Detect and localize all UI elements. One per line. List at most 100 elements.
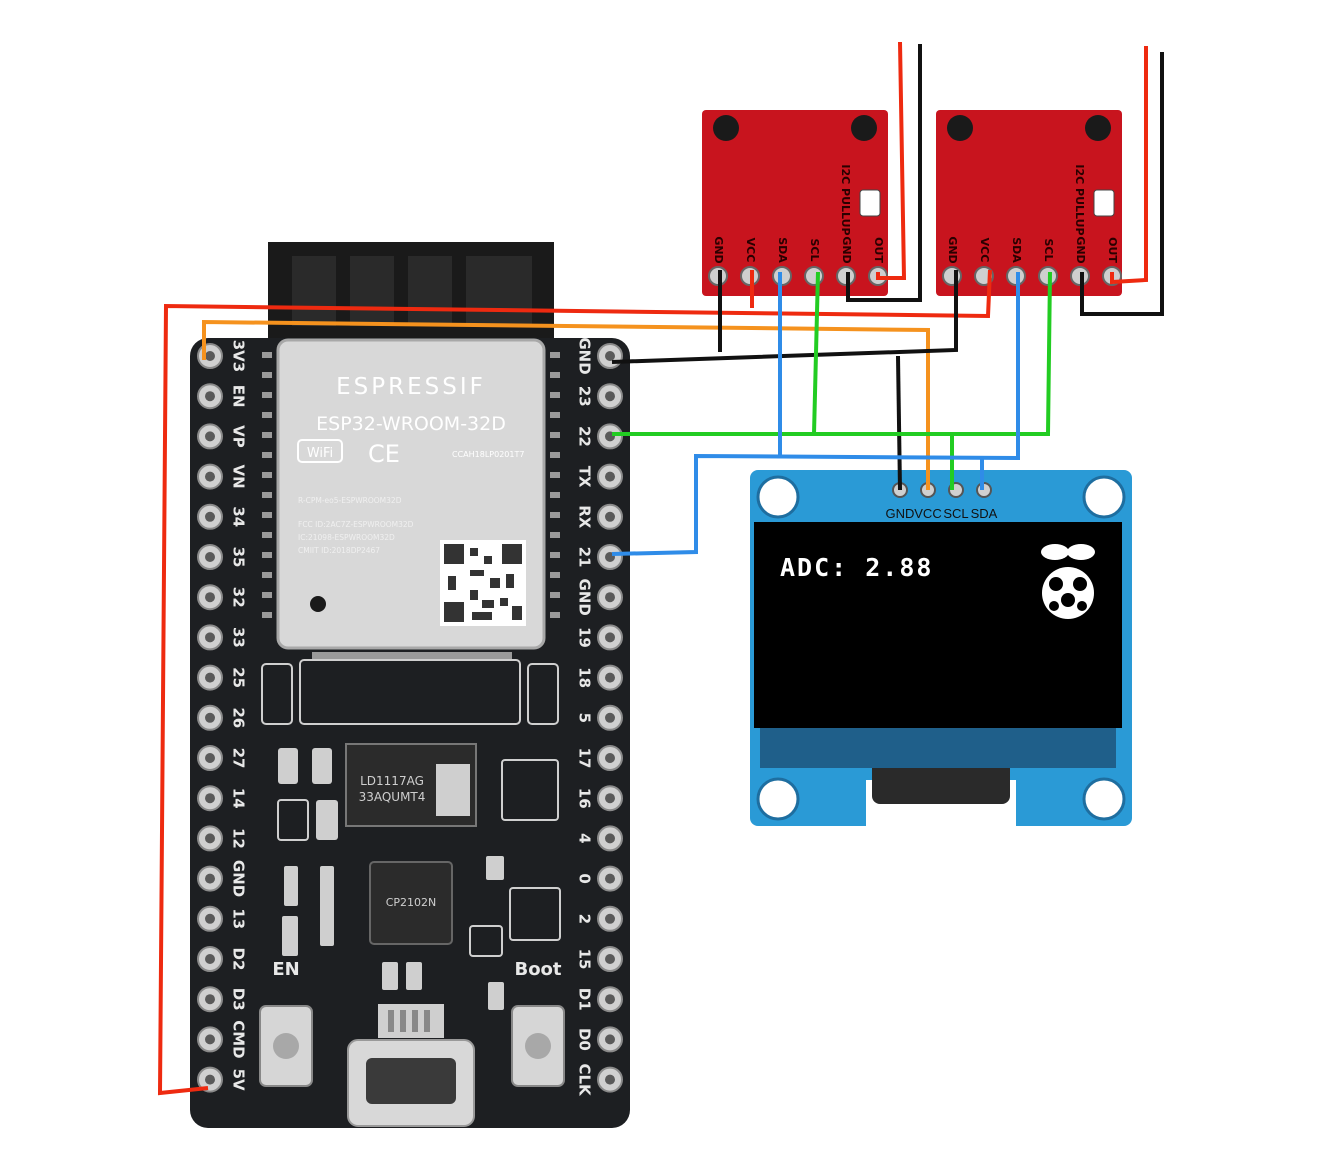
wire-green-scl <box>612 271 1052 436</box>
right-pin-hole-center <box>605 873 615 884</box>
left-pin-label: 32 <box>230 587 248 608</box>
left-pin-label: 14 <box>230 788 248 809</box>
left-pin-label: D3 <box>230 988 248 1011</box>
right-pin-label: GND <box>576 337 594 374</box>
adc-pin-label: OUT <box>1106 237 1119 263</box>
right-pin-hole-center <box>605 511 615 522</box>
module-dot <box>310 596 326 612</box>
right-pin-label: 5 <box>576 713 594 723</box>
en-button[interactable] <box>259 1005 313 1087</box>
adc-pin-label: GND <box>946 236 959 263</box>
module-name: ESP32-WROOM-32D <box>316 413 506 435</box>
wire-black-gnd-oled <box>896 355 902 491</box>
wifi-logo <box>297 439 343 463</box>
left-pin-hole-center <box>205 431 215 442</box>
pullup-label: I2C PULLUP <box>1073 164 1086 235</box>
left-pin-label: VP <box>230 425 248 448</box>
module-fcc-line2: FCC ID:2AC7Z-ESPWROOM32D <box>298 520 414 529</box>
esp32-devkit-board: ESPRESSIF ESP32-WROOM-32D WiFi CE CCAH18… <box>190 242 630 1128</box>
left-pin-hole-center <box>205 1034 215 1045</box>
wire-blue-sda <box>611 272 1020 556</box>
left-pin-label: 3V3 <box>230 340 248 372</box>
wire-orange-3v3 <box>202 319 930 490</box>
usb-chip-label: CP2102N <box>386 896 437 909</box>
adc-pin-label: VCC <box>744 238 757 263</box>
right-pin-label: 4 <box>576 833 594 843</box>
adc-pin-label: SDA <box>1010 237 1023 263</box>
right-pin-hole-center <box>605 672 615 683</box>
left-pin-hole-center <box>205 913 215 924</box>
adc-pin-label: GND <box>1074 236 1087 263</box>
cert-number: CCAH18LP0201T7 <box>452 450 524 459</box>
right-pin-hole-center <box>605 712 615 723</box>
right-pin-label: 2 <box>576 914 594 924</box>
oled-pin-label: SDA <box>971 506 998 521</box>
left-pin-hole-center <box>205 873 215 884</box>
module-side-pads <box>262 352 560 618</box>
right-pin-label: GND <box>576 579 594 616</box>
left-pin-hole-center <box>205 632 215 643</box>
mount-hole <box>947 115 973 141</box>
left-pin-label: 26 <box>230 707 248 728</box>
left-pin-label: D2 <box>230 948 248 971</box>
wifi-logo-text: WiFi <box>307 446 333 461</box>
mount-hole <box>1085 115 1111 141</box>
right-pin-hole-center <box>605 833 615 844</box>
left-pin-label: 35 <box>230 547 248 568</box>
raspberry-pi-logo-icon <box>1041 544 1095 619</box>
left-pin-labels: 3V3ENVPVN343532332526271412GND13D2D3CMD5… <box>230 340 248 1091</box>
right-pin-hole-center <box>605 1074 615 1085</box>
usb-uart-chip: CP2102N <box>369 861 453 945</box>
left-pin-label: CMD <box>230 1020 248 1058</box>
right-pin-label: D1 <box>576 988 594 1011</box>
left-pin-label: 5V <box>230 1069 248 1091</box>
boot-label: Boot <box>514 959 561 980</box>
right-pin-hole-center <box>605 994 615 1005</box>
wire-black-ads2-out <box>1080 52 1164 316</box>
wire-black-gnd <box>611 270 958 364</box>
left-pin-hole-center <box>205 793 215 804</box>
left-pin-label: 34 <box>230 506 248 527</box>
left-pin-hole-center <box>205 471 215 482</box>
adc-pin-label: SDA <box>776 237 789 263</box>
wire-green-scl-ads1 <box>812 271 820 435</box>
pullup-jumper <box>859 189 881 217</box>
ce-mark: CE <box>368 440 400 468</box>
right-pin-label: 17 <box>576 748 594 769</box>
adc-pin-label: GND <box>840 236 853 263</box>
left-pin-hole-center <box>205 391 215 402</box>
regulator-label-2: 33AQUMT4 <box>359 790 426 804</box>
wire-red-ads1-out <box>876 41 907 280</box>
regulator-label: LD1117AG <box>360 774 424 788</box>
right-pin-label: TX <box>576 466 594 488</box>
en-label: EN <box>272 959 299 980</box>
oled-pin-label: VCC <box>914 506 941 521</box>
left-pin-label: VN <box>230 465 248 489</box>
adc-pin-label: OUT <box>872 237 885 263</box>
left-pin-label: 33 <box>230 627 248 648</box>
right-pin-hole-center <box>605 793 615 804</box>
left-pin-label: EN <box>230 385 248 408</box>
right-pin-label: 22 <box>576 426 594 447</box>
left-pin-hole-center <box>205 833 215 844</box>
left-pin-hole-center <box>205 672 215 683</box>
right-pin-hole-center <box>605 391 615 402</box>
right-pin-hole-center <box>605 471 615 482</box>
wire-red-5v <box>157 269 992 1096</box>
right-pin-hole-center <box>605 592 615 603</box>
left-pin-hole-center <box>205 351 215 361</box>
oled-pin-label: GND <box>886 506 915 521</box>
left-pin-label: GND <box>230 860 248 897</box>
left-pin-label: 25 <box>230 667 248 688</box>
wire-black-ads1-out <box>846 44 922 302</box>
mount-hole <box>713 115 739 141</box>
adc-module-pcb <box>936 110 1122 296</box>
boot-button[interactable] <box>511 1005 565 1087</box>
right-pin-label: 23 <box>576 386 594 407</box>
micro-usb-port[interactable] <box>347 1004 475 1127</box>
qr-code <box>440 540 526 626</box>
